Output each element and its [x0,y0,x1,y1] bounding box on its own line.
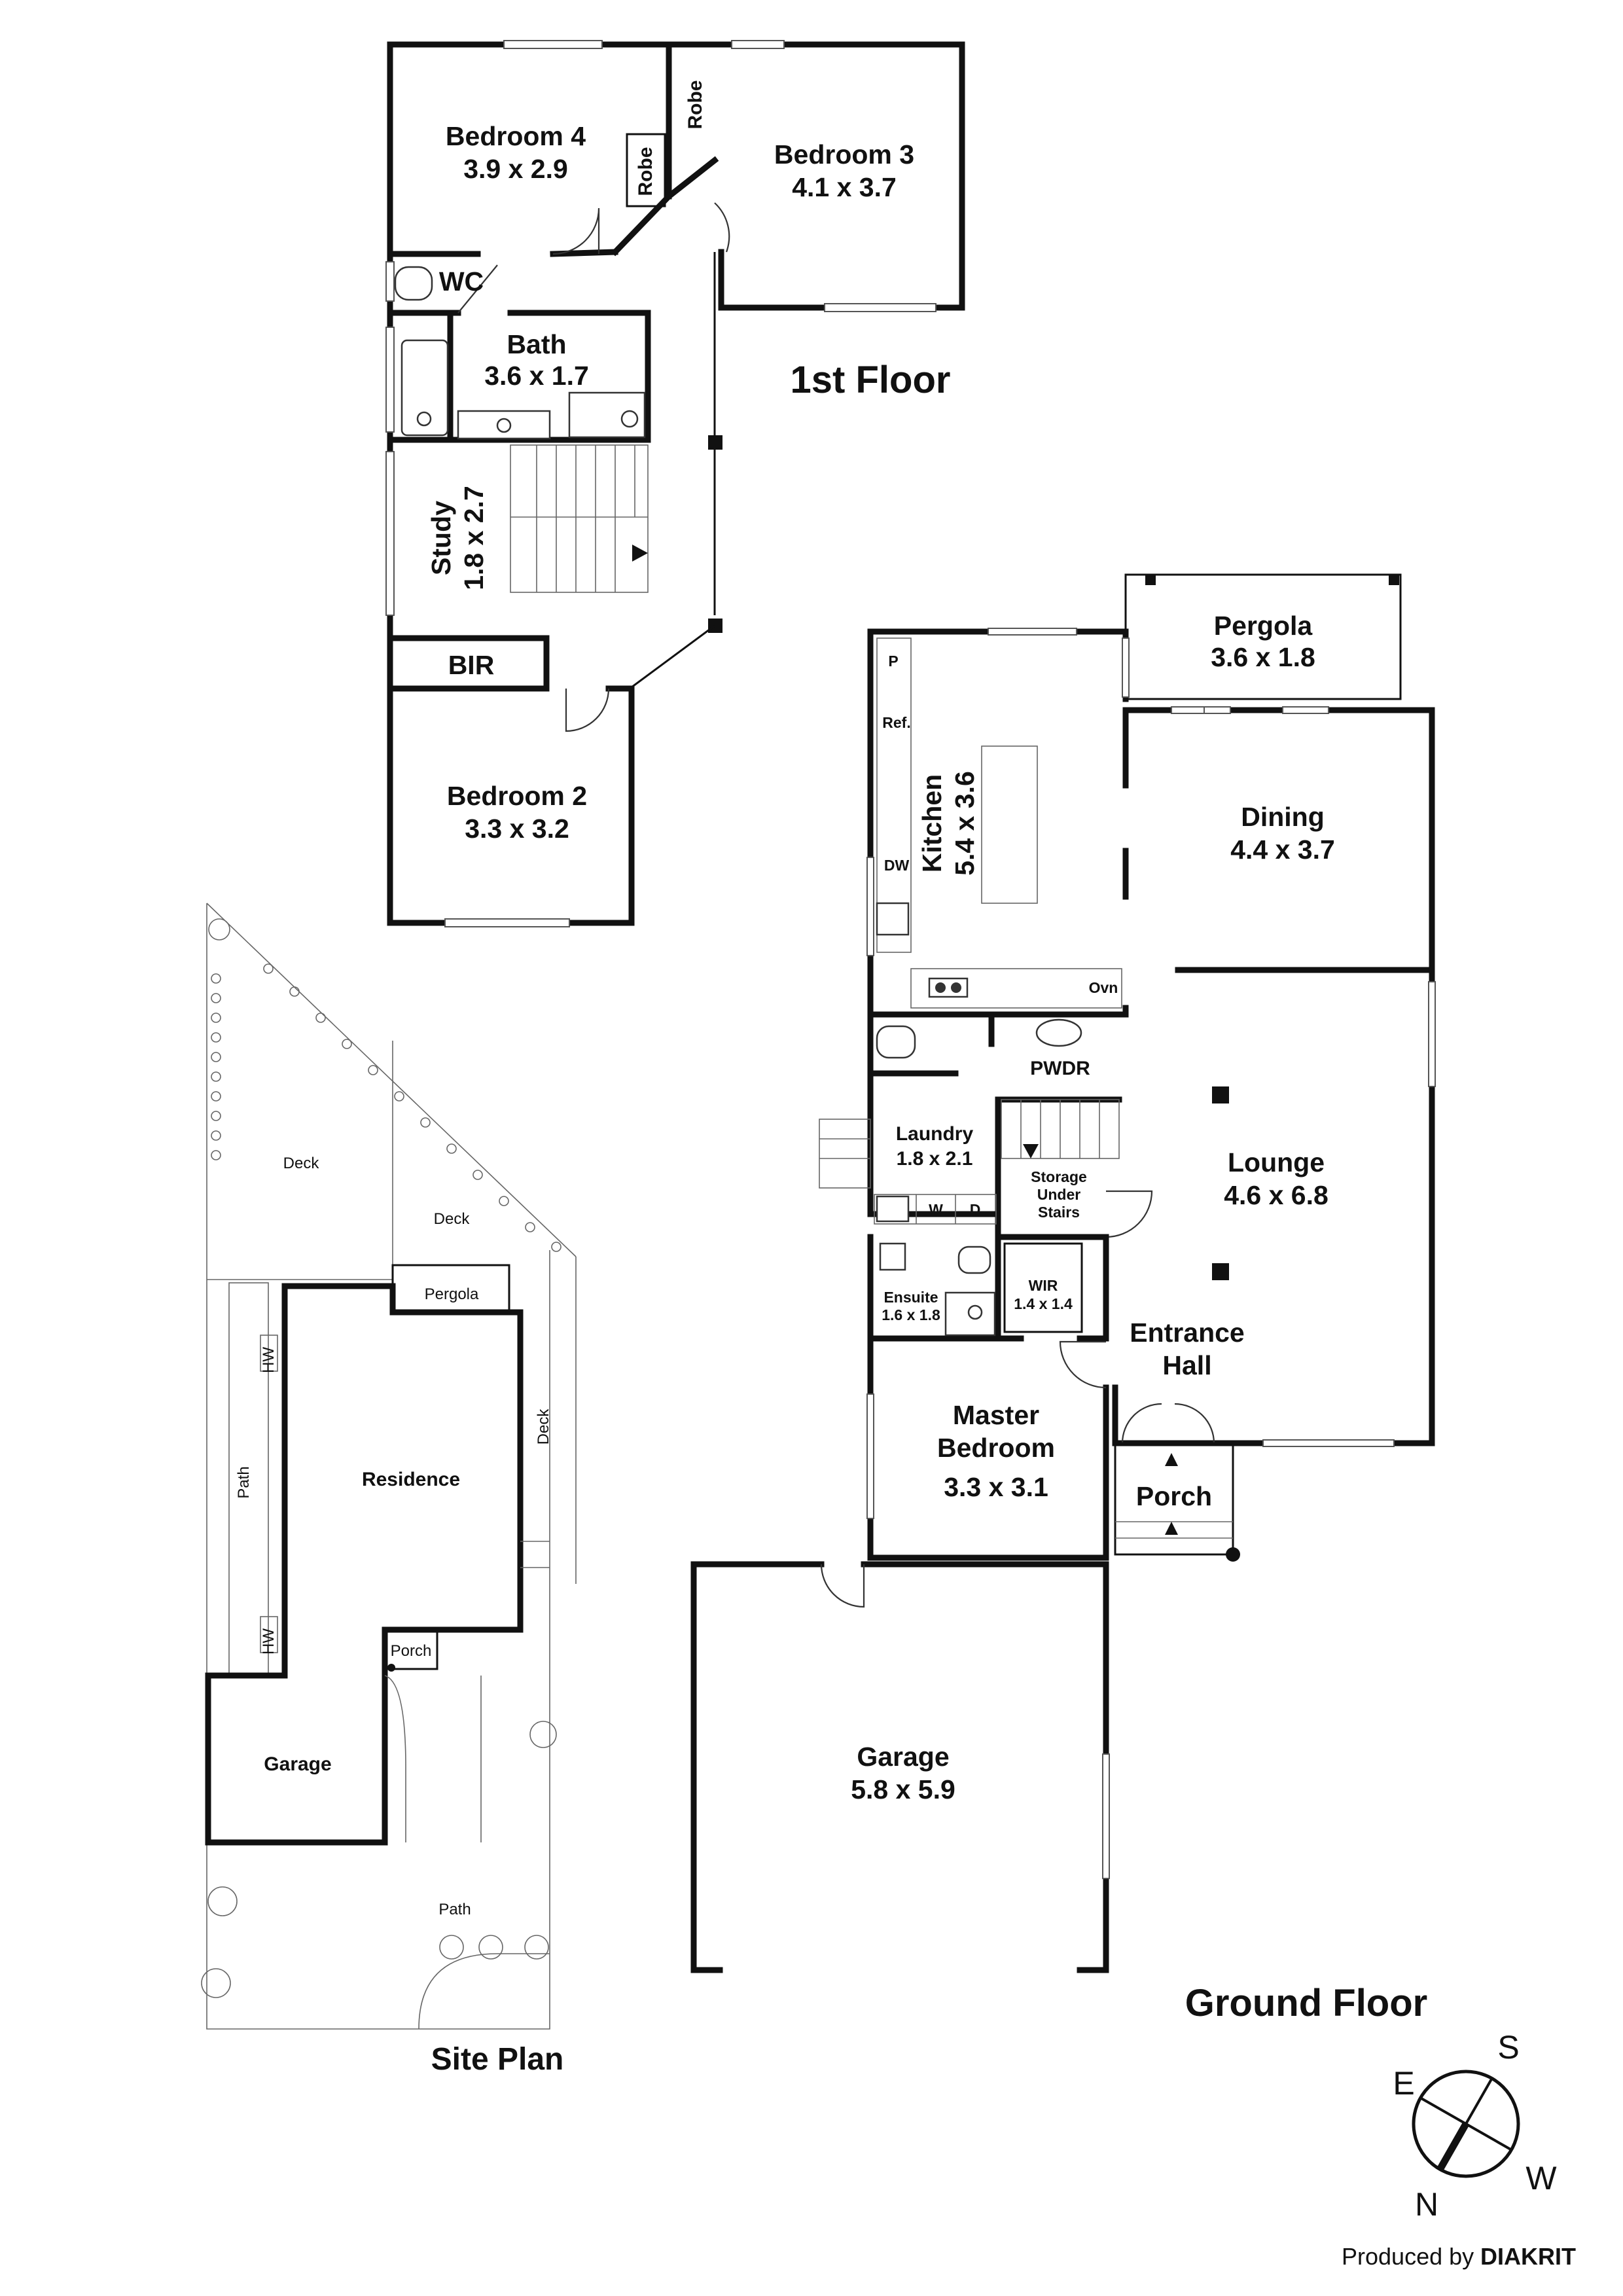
credit-prefix: Produced by [1342,2243,1474,2270]
oven-label: Ovn [1089,979,1118,996]
garage-name: Garage [857,1742,949,1772]
site-path-side: Path [235,1466,253,1498]
site-path-front: Path [438,1901,471,1918]
fridge-label: Ref. [882,714,910,731]
storage-line2: Under [1037,1186,1081,1203]
pergola-dims: 3.6 x 1.8 [1211,642,1315,672]
site-residence: Residence [362,1469,460,1490]
bedroom3-name: Bedroom 3 [774,139,914,170]
kitchen-dims: 5.4 x 3.6 [950,771,980,876]
compass-south: S [1497,2029,1519,2066]
bedroom4-name: Bedroom 4 [446,121,586,151]
entrance-line2: Hall [1162,1350,1211,1380]
master-line1: Master [953,1400,1039,1430]
pwdr-label: PWDR [1030,1058,1090,1079]
laundry-name: Laundry [896,1123,974,1145]
ensuite-dims: 1.6 x 1.8 [882,1306,940,1323]
bir-label: BIR [448,650,495,680]
lounge-name: Lounge [1228,1147,1325,1177]
study-dims: 1.8 x 2.7 [459,486,489,590]
site-deck-b: Deck [434,1210,471,1228]
laundry-dims: 1.8 x 2.1 [897,1148,973,1170]
dryer-label: D [970,1201,981,1218]
site-garage: Garage [264,1753,331,1775]
wir-dims: 1.4 x 1.4 [1014,1295,1073,1312]
site-pergola: Pergola [425,1285,479,1303]
dining-name: Dining [1241,802,1325,832]
master-dims: 3.3 x 3.1 [944,1472,1048,1502]
robe-b-label: Robe [685,81,706,130]
wc-label: WC [439,266,484,296]
bedroom2-name: Bedroom 2 [447,781,587,811]
bedroom2-dims: 3.3 x 3.2 [465,814,569,844]
credit-brand: DIAKRIT [1480,2243,1576,2270]
wir-name: WIR [1029,1277,1058,1294]
porch-label: Porch [1136,1481,1212,1511]
garage-dims: 5.8 x 5.9 [851,1774,955,1804]
compass-east: E [1393,2065,1414,2102]
compass-west: W [1525,2160,1557,2197]
lounge-dims: 4.6 x 6.8 [1224,1180,1329,1210]
first-floor-title: 1st Floor [791,359,951,401]
site-hw-b: HW [260,1628,277,1655]
pantry-label: P [888,653,898,670]
site-deck-a: Deck [283,1155,320,1172]
ground-floor-title: Ground Floor [1185,1982,1428,2024]
site-porch: Porch [391,1642,432,1660]
entrance-line1: Entrance [1130,1318,1244,1348]
master-line2: Bedroom [937,1433,1055,1463]
site-hw-a: HW [260,1347,277,1373]
bedroom3-dims: 4.1 x 3.7 [792,172,897,202]
compass-north: N [1415,2186,1438,2223]
first-floor-plan [385,40,965,927]
bath-dims: 3.6 x 1.7 [484,361,589,391]
compass-rose [1412,2070,1520,2178]
dining-dims: 4.4 x 3.7 [1230,834,1335,865]
site-plan-drawing [201,903,577,2030]
site-plan-title: Site Plan [431,2042,564,2077]
site-deck-c: Deck [535,1408,552,1445]
bath-name: Bath [507,329,566,359]
storage-line3: Stairs [1038,1204,1080,1221]
ensuite-name: Ensuite [883,1289,938,1306]
washer-label: W [929,1201,943,1218]
pergola-name: Pergola [1214,611,1313,641]
study-name: Study [426,501,456,575]
dishwasher-label: DW [884,857,910,874]
kitchen-name: Kitchen [917,774,947,872]
bedroom4-dims: 3.9 x 2.9 [463,154,568,184]
ground-floor-plan [690,573,1436,1973]
storage-line1: Storage [1031,1168,1087,1185]
robe-a-label: Robe [635,147,656,196]
